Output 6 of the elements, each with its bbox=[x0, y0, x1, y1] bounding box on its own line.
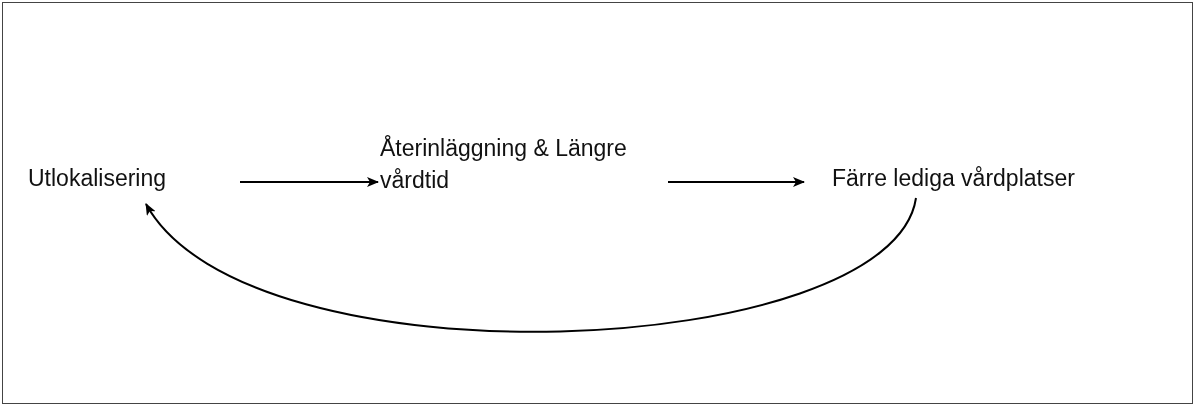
arrow bbox=[145, 197, 917, 333]
arrow bbox=[239, 177, 379, 187]
node-label: Färre lediga vårdplatser bbox=[832, 164, 1076, 193]
node-label: Utlokalisering bbox=[28, 164, 168, 193]
arrow bbox=[667, 177, 805, 187]
node-label: Återinläggning & Längre vårdtid bbox=[380, 134, 628, 195]
